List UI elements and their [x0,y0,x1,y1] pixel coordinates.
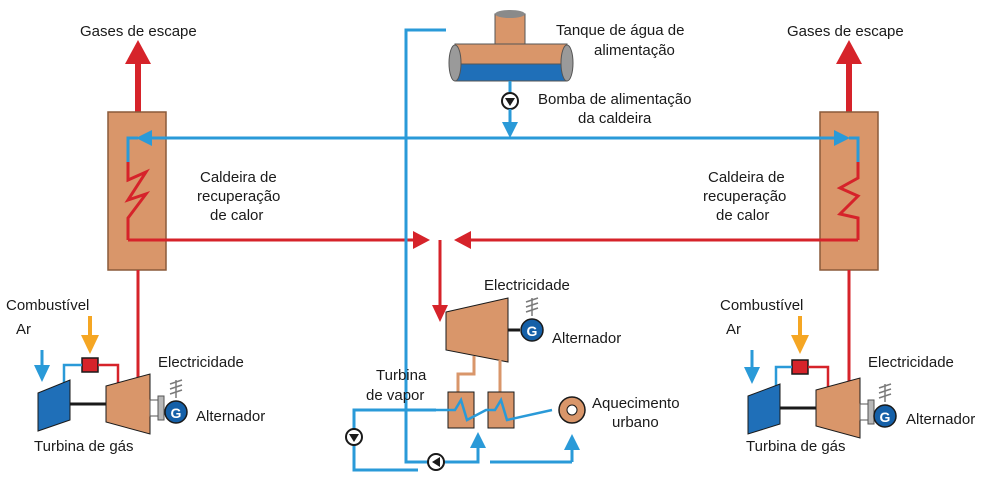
gas-turbine-label-right: Turbina de gás [746,438,846,455]
air-label-left: Ar [16,321,31,338]
generator-left [164,400,188,424]
condensate-return-loop [404,28,486,464]
boiler-coil-right [836,162,861,240]
steam-line-right [454,231,858,249]
exhaust-arrow-right [836,40,862,112]
air-label-right: Ar [726,321,741,338]
feed-water-tank [448,10,574,82]
hrsg-left-label-line3: de calor [210,207,263,224]
gas-turbine-right-group [744,316,897,439]
electricity-label-center: Electricidade [484,277,570,294]
boiler-feed-pump [501,92,519,110]
feedwater-header [126,130,860,162]
generator-center [520,318,544,342]
tank-label-line1: Tanque de água de [556,22,684,39]
steam-to-turbine [432,240,448,322]
pump-to-header [502,109,518,138]
steam-turbine-label-line2: de vapor [366,387,424,404]
boiler-coil-left [124,162,151,240]
heat-recovery-boiler-left [107,111,167,271]
alternator-label-right: Alternador [906,411,975,428]
steam-turbine-label-line1: Turbina [376,367,427,384]
steam-line-left [128,231,430,249]
exhaust-label-left: Gases de escape [80,23,197,40]
hrsg-right-label-line3: de calor [716,207,769,224]
electricity-label-left: Electricidade [158,354,244,371]
generator-center-letter: G [527,323,538,339]
generator-right [873,404,897,428]
exhaust-label-right: Gases de escape [787,23,904,40]
hrsg-right-label-line1: Caldeira de [708,169,785,186]
compressor-right [747,383,781,435]
fuel-label-left: Combustível [6,297,89,314]
gas-turbine-right [815,377,861,439]
electricity-icon-left [169,379,183,398]
hrsg-left-label-line1: Caldeira de [200,169,277,186]
steam-turbine [445,297,509,363]
exhaust-arrow-left [125,40,151,112]
electricity-icon-right [878,383,892,402]
gas-turbine-left [105,373,151,435]
pump-label-line1: Bomba de alimentação [538,91,691,108]
condensate-piping [345,408,445,472]
electricity-icon-center [525,297,539,316]
district-heating-label-line1: Aquecimento [592,395,680,412]
gas-turbine-left-group [34,316,188,435]
generator-left-letter: G [171,405,182,421]
alternator-label-center: Alternador [552,330,621,347]
electricity-label-right: Electricidade [868,354,954,371]
hrsg-left-label-line2: recuperação [197,188,280,205]
hrsg-right-label-line2: recuperação [703,188,786,205]
steam-turbine-group [436,297,586,464]
district-heating-label-line2: urbano [612,414,659,431]
fuel-label-right: Combustível [720,297,803,314]
gas-turbine-label-left: Turbina de gás [34,438,134,455]
compressor-left [37,379,71,432]
generator-right-letter: G [880,409,891,425]
tank-label-line2: alimentação [594,42,675,59]
pump-label-line2: da caldeira [578,110,652,127]
alternator-label-left: Alternador [196,408,265,425]
